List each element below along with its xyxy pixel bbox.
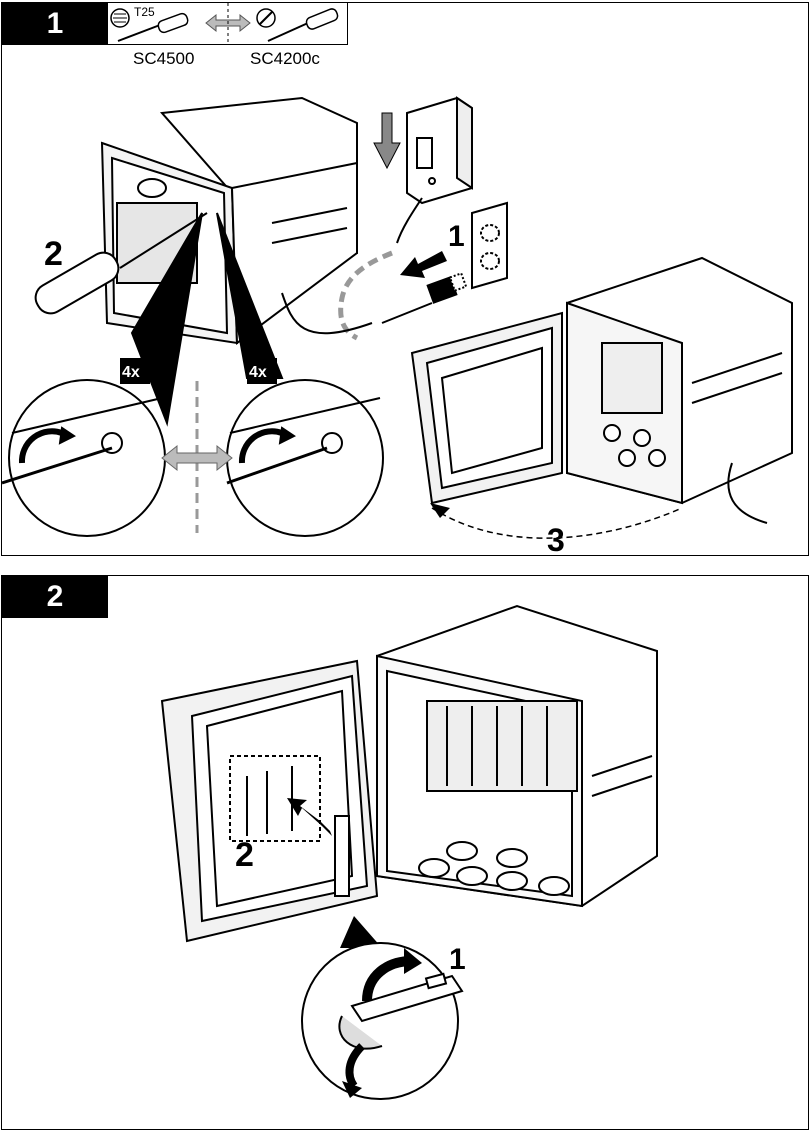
- step-2-number: 2: [2, 576, 108, 618]
- screw-detail-right: [216, 212, 384, 537]
- tool-label-sc4200c: SC4200c: [250, 49, 320, 68]
- callout-insert: 2: [235, 836, 254, 874]
- open-arc: [431, 507, 683, 539]
- screw-count-left-bg: [120, 358, 150, 384]
- wall-outlet: [471, 201, 508, 290]
- torx-label: T25: [134, 5, 155, 19]
- callout-lift: 1: [449, 943, 466, 976]
- step-1-number: 1: [2, 3, 108, 45]
- screw-count-right-bg: [247, 358, 277, 384]
- flathead-screwdriver-icon: [267, 8, 339, 42]
- controller-open: [410, 256, 793, 524]
- step-1-panel: 1 T25: [1, 2, 809, 557]
- equivalence-arrow-icon: [205, 3, 251, 45]
- step-1-illustration: 2 1: [2, 96, 793, 557]
- latch-detail: [301, 942, 464, 1100]
- step-2-illustration: 2 1: [160, 604, 658, 1100]
- power-cable: [281, 197, 433, 341]
- step-2-panel: 2 2: [1, 575, 809, 1130]
- callout-open: 3: [547, 522, 565, 557]
- rotate-down-arrow-icon: [342, 1043, 365, 1098]
- screwdriver-icon: [34, 212, 208, 315]
- power-switch-box: [406, 96, 473, 205]
- torx-bit-icon: [110, 8, 130, 28]
- detail-pointer: [340, 916, 382, 948]
- callout-unplug: 1: [448, 220, 465, 253]
- screw-count-left: 4x: [122, 364, 140, 381]
- equivalence-arrow-icon: [161, 444, 233, 472]
- callout-screwdriver: 2: [44, 235, 63, 273]
- switch-off-arrow-icon: [373, 112, 401, 170]
- controller-open-detail: [160, 604, 658, 943]
- unplug-arrow-icon: [400, 251, 447, 278]
- torx-screwdriver-icon: [117, 12, 189, 42]
- flathead-bit-icon: [256, 8, 276, 28]
- tool-label-sc4500: SC4500: [133, 49, 195, 68]
- controller-closed: [100, 96, 358, 345]
- tool-selection-box: T25: [108, 3, 348, 45]
- tool-icons: T25: [110, 3, 339, 45]
- insert-arrow-icon: [287, 798, 332, 836]
- screw-count-right: 4x: [249, 364, 267, 381]
- open-arrow-icon: [430, 503, 450, 518]
- power-plug-icon: [426, 272, 468, 304]
- lift-arrow-icon: [362, 948, 422, 1002]
